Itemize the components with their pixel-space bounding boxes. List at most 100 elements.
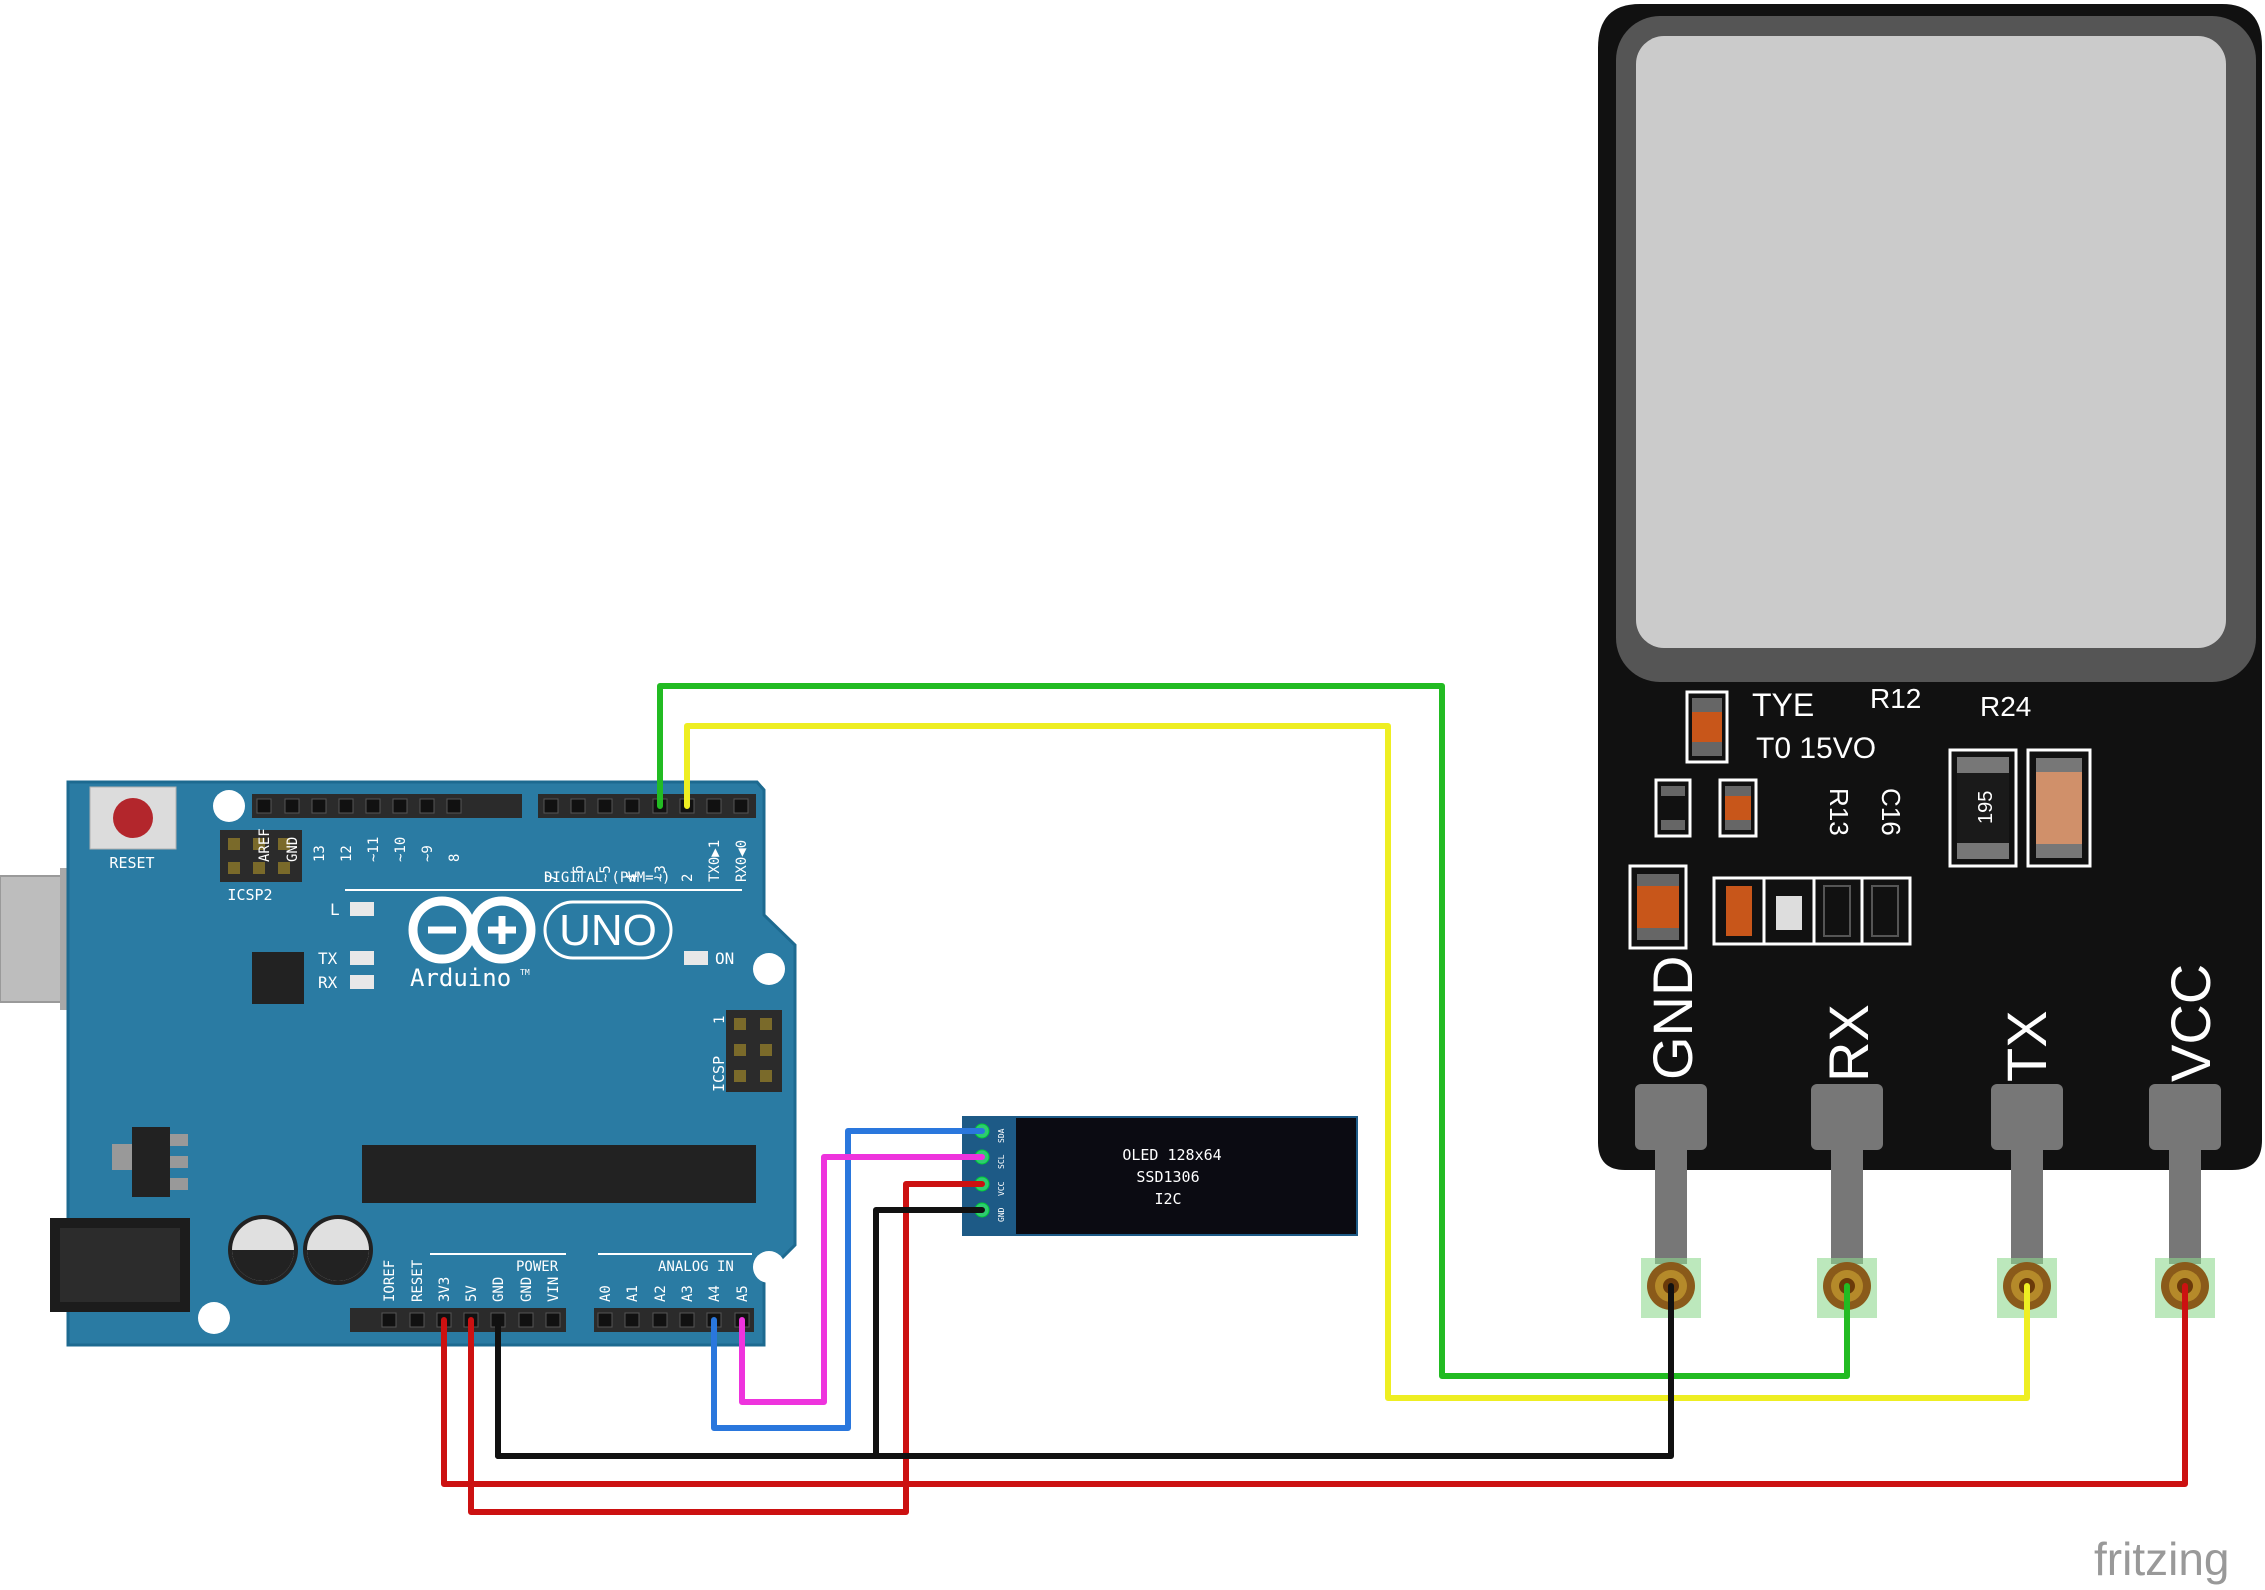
wire-red-5v-to-oled-vcc — [468, 1181, 985, 1515]
power-pin-socket — [381, 1312, 397, 1328]
voltage-regulator-tab — [170, 1178, 188, 1190]
digital-pin-label: ~3 — [653, 865, 669, 882]
reset-button-cap[interactable] — [113, 798, 153, 838]
digital-pin-socket — [392, 798, 408, 814]
sensor-pin-lead — [1831, 1150, 1863, 1264]
analog-pin-socket — [597, 1312, 613, 1328]
led-l — [350, 902, 374, 916]
wire-magenta-a5-to-scl — [739, 1154, 985, 1405]
sensor-label-195: 195 — [1975, 791, 1997, 824]
wire-yellow-d2-to-tx — [684, 723, 2030, 1401]
oled-pin-label: GND — [997, 1207, 1006, 1222]
digital-pin-label: 7 — [544, 874, 560, 882]
icsp-pin1-label: 1 — [712, 1016, 728, 1024]
reset-label: RESET — [109, 854, 154, 872]
voltage-regulator — [112, 1144, 132, 1170]
digital-pin-label: 8 — [447, 854, 463, 862]
sensor-pin-lead — [2011, 1150, 2043, 1264]
analog-pin-label: A0 — [598, 1285, 614, 1302]
digital-pin-socket — [419, 798, 435, 814]
sensor-pin-vcc-label: VCC — [2159, 964, 2222, 1082]
digital-pin-socket — [446, 798, 462, 814]
usb-chip — [252, 952, 304, 1004]
analog-pin-label: A5 — [735, 1285, 751, 1302]
digital-pin-socket — [365, 798, 381, 814]
digital-pin-label: AREF — [257, 828, 273, 862]
sensor-label-t0: T0 15VO — [1756, 732, 1876, 765]
digital-pin-label: GND — [285, 837, 301, 862]
arduino-tm-mark: TM — [520, 968, 530, 977]
led-on-label: ON — [715, 949, 734, 968]
atmega-chip — [362, 1145, 756, 1203]
digital-pin-label: ~6 — [571, 865, 587, 882]
oled-text-line2: SSD1306 — [1136, 1168, 1199, 1186]
digital-pin-label: RX0◀0 — [734, 840, 750, 882]
led-rx-label: RX — [318, 973, 338, 992]
sensor-label-c16: C16 — [1876, 788, 1906, 836]
fingerprint-sensor-module: TYE T0 15VO R12 R24 R13 C16 — [1598, 4, 2262, 1318]
digital-section-label: DIGITAL (PWM=~) — [544, 870, 670, 886]
digital-pin-socket — [570, 798, 586, 814]
digital-pin-label: ~9 — [420, 845, 436, 862]
analog-pin-label: A4 — [707, 1285, 723, 1302]
digital-pin-label: ~5 — [598, 865, 614, 882]
led-tx-label: TX — [318, 949, 338, 968]
mounting-hole — [213, 790, 245, 822]
wires — [441, 683, 2188, 1515]
wire-black-gnd-to-sensor-gnd — [495, 1283, 1674, 1459]
power-pin-label: GND — [491, 1277, 507, 1302]
uno-badge — [543, 900, 673, 960]
fritzing-watermark: fritzing — [2094, 1533, 2229, 1585]
digital-pin-socket — [256, 798, 272, 814]
oled-text-line1: OLED 128x64 — [1122, 1146, 1221, 1164]
digital-pin-socket — [733, 798, 749, 814]
power-pin-label: 3V3 — [437, 1277, 453, 1302]
oled-pin-label: SCL — [997, 1154, 1006, 1169]
digital-pin-socket — [543, 798, 559, 814]
digital-pin-socket — [338, 798, 354, 814]
sensor-pin-lead — [2169, 1150, 2201, 1264]
power-pin-label: RESET — [410, 1259, 426, 1302]
sensor-pin-connector — [1635, 1084, 1707, 1150]
analog-pin-label: A2 — [653, 1285, 669, 1302]
voltage-regulator-tab — [170, 1134, 188, 1146]
sensor-pin-connector — [1991, 1084, 2063, 1150]
mounting-hole — [198, 1302, 230, 1334]
sensor-label-r12: R12 — [1870, 683, 1921, 714]
smd-component — [1654, 778, 1692, 838]
smd-component — [2026, 748, 2092, 868]
sensor-pin-gnd-label: GND — [1641, 956, 1704, 1080]
arduino-logo-text: Arduino — [410, 964, 511, 992]
oled-screen — [1016, 1118, 1356, 1234]
power-pin-label: GND — [519, 1277, 535, 1302]
analog-pin-socket — [624, 1312, 640, 1328]
arduino-pcb — [66, 780, 797, 1347]
smd-resistor-195: 195 — [1948, 748, 2018, 868]
smd-component — [1628, 864, 1688, 950]
sensor-label-r24: R24 — [1980, 691, 2031, 722]
digital-pin-socket — [624, 798, 640, 814]
capacitor — [228, 1215, 298, 1285]
mounting-hole — [753, 1251, 785, 1283]
analog-header — [594, 1308, 754, 1332]
power-analog-pin-sockets — [381, 1312, 750, 1328]
oled-text-line3: I2C — [1154, 1190, 1181, 1208]
arduino-logo-icon — [408, 896, 536, 964]
analog-pin-socket — [652, 1312, 668, 1328]
oled-pin-label: VCC — [997, 1181, 1006, 1196]
digital-pin-label: ~10 — [393, 837, 409, 862]
dc-power-jack-front — [60, 1228, 180, 1302]
digital-pin-socket — [311, 798, 327, 814]
analog-pin-label: A1 — [625, 1285, 641, 1302]
voltage-regulator-tab — [170, 1156, 188, 1168]
digital-pin-socket — [706, 798, 722, 814]
analog-pin-label: A3 — [680, 1285, 696, 1302]
led-tx — [350, 951, 374, 965]
sensor-pin-rx-label: RX — [1817, 1004, 1880, 1082]
power-pin-socket — [518, 1312, 534, 1328]
power-section-label: POWER — [516, 1259, 559, 1275]
digital-pin-label: 4 — [625, 874, 641, 882]
analog-pin-socket — [679, 1312, 695, 1328]
